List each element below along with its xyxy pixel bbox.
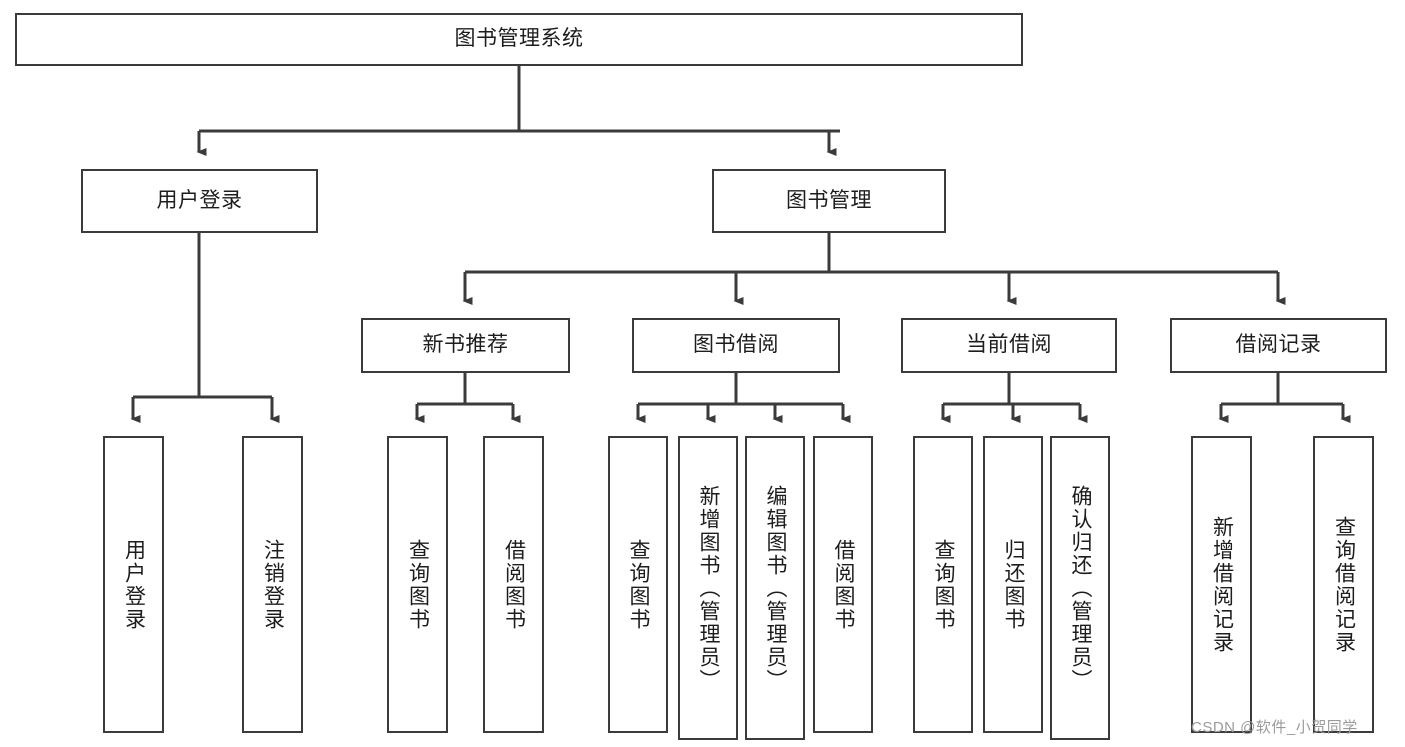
node-leaf-query-book-3-label: 查询图书 <box>932 538 956 631</box>
node-borrow-record[interactable]: 借阅记录 <box>1170 318 1387 373</box>
node-leaf-query-book-2[interactable]: 查询图书 <box>608 436 668 733</box>
node-leaf-confirm-return-label: 确认归还（管理员） <box>1069 484 1093 692</box>
node-leaf-confirm-return[interactable]: 确认归还（管理员） <box>1050 436 1110 740</box>
node-borrow-record-label: 借阅记录 <box>1235 333 1322 357</box>
node-leaf-query-book-2-label: 查询图书 <box>627 538 651 631</box>
node-leaf-return-book[interactable]: 归还图书 <box>983 436 1043 733</box>
node-root[interactable]: 图书管理系统 <box>15 13 1023 66</box>
node-current-borrow-label: 当前借阅 <box>966 333 1052 357</box>
node-leaf-borrow-book-2[interactable]: 借阅图书 <box>813 436 873 733</box>
node-user-login[interactable]: 用户登录 <box>81 169 318 233</box>
node-new-book-recommend-label: 新书推荐 <box>422 333 509 357</box>
node-leaf-edit-book-label: 编辑图书（管理员） <box>764 484 788 692</box>
node-root-label: 图书管理系统 <box>454 27 584 51</box>
node-leaf-user-logout-label: 注销登录 <box>261 538 285 631</box>
node-book-manage-label: 图书管理 <box>786 188 872 212</box>
csdn-watermark: CSDN @软件_小贺同学 <box>1191 719 1358 736</box>
node-book-borrow[interactable]: 图书借阅 <box>632 318 840 373</box>
node-leaf-query-record-label: 查询借阅记录 <box>1332 515 1356 654</box>
node-leaf-user-logout[interactable]: 注销登录 <box>242 436 303 733</box>
node-leaf-borrow-book-1[interactable]: 借阅图书 <box>483 436 544 733</box>
node-leaf-borrow-book-2-label: 借阅图书 <box>832 538 856 631</box>
node-leaf-user-login-label: 用户登录 <box>122 538 146 631</box>
node-leaf-query-book-1-label: 查询图书 <box>406 538 430 631</box>
node-leaf-return-book-label: 归还图书 <box>1002 538 1026 631</box>
node-leaf-add-book[interactable]: 新增图书（管理员） <box>678 436 738 740</box>
node-leaf-query-record[interactable]: 查询借阅记录 <box>1313 436 1374 733</box>
node-leaf-add-record-label: 新增借阅记录 <box>1210 515 1234 654</box>
node-user-login-label: 用户登录 <box>156 188 243 212</box>
node-leaf-edit-book[interactable]: 编辑图书（管理员） <box>745 436 805 740</box>
node-leaf-query-book-3[interactable]: 查询图书 <box>913 436 973 733</box>
node-leaf-borrow-book-1-label: 借阅图书 <box>502 538 526 631</box>
node-book-manage[interactable]: 图书管理 <box>712 169 946 233</box>
node-leaf-add-book-label: 新增图书（管理员） <box>697 484 721 692</box>
node-leaf-user-login[interactable]: 用户登录 <box>103 436 164 733</box>
node-current-borrow[interactable]: 当前借阅 <box>901 318 1117 373</box>
node-leaf-add-record[interactable]: 新增借阅记录 <box>1191 436 1252 733</box>
node-leaf-query-book-1[interactable]: 查询图书 <box>387 436 448 733</box>
node-new-book-recommend[interactable]: 新书推荐 <box>361 318 570 373</box>
node-book-borrow-label: 图书借阅 <box>693 333 779 357</box>
